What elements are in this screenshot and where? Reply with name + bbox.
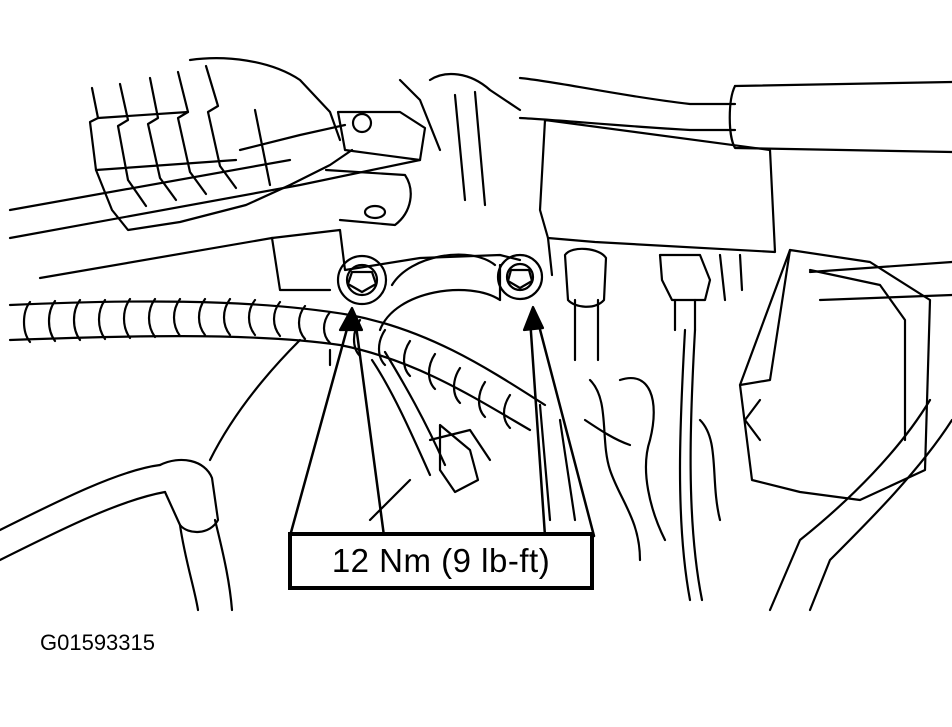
sensor-connectors xyxy=(563,247,744,602)
throttle-body xyxy=(378,253,502,332)
right-bracket xyxy=(538,118,777,277)
figure-id-label: G01593315 xyxy=(40,630,155,655)
torque-callout-box: 12 Nm (9 lb-ft) xyxy=(288,532,594,590)
frame-rails xyxy=(8,158,422,280)
leader-arrows xyxy=(288,305,596,538)
right-bolt xyxy=(496,253,544,301)
upper-right-pipes xyxy=(398,73,952,207)
left-bolt xyxy=(336,254,388,306)
upper-left-housing xyxy=(88,57,354,232)
torque-spec-label: 12 Nm (9 lb-ft) xyxy=(331,542,551,579)
lower-cables xyxy=(0,338,952,612)
center-bracket xyxy=(270,110,522,292)
hose-clamp xyxy=(370,350,492,494)
right-module xyxy=(738,248,952,502)
wiring-loom xyxy=(8,297,547,432)
